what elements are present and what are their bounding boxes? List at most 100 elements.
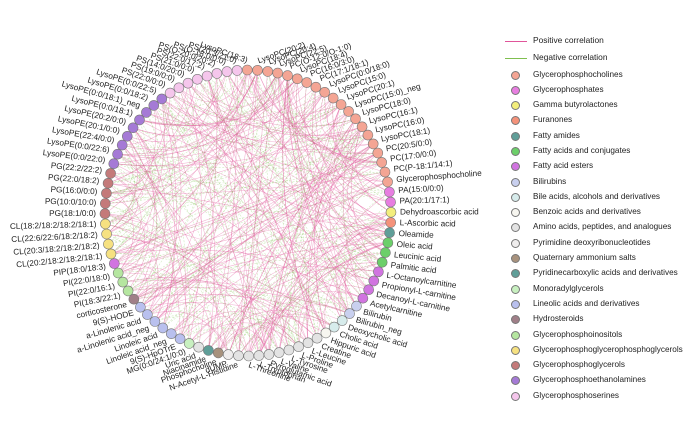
positive-edge — [268, 104, 342, 355]
legend-class-item: Lineolic acids and derivatives — [503, 297, 683, 312]
metabolite-node — [221, 66, 233, 77]
positive-edge — [118, 97, 334, 274]
legend-swatch — [511, 376, 520, 386]
negative-edge — [342, 111, 382, 163]
negative-edge — [133, 69, 248, 300]
positive-edge — [121, 144, 181, 339]
positive-edge — [296, 78, 350, 314]
positive-edge — [133, 70, 258, 137]
metabolite-node — [320, 327, 332, 339]
positive-edge — [132, 127, 390, 233]
positive-edge — [139, 82, 307, 127]
positive-edge — [333, 111, 391, 203]
positive-edge — [218, 322, 309, 354]
negative-edge — [107, 183, 219, 353]
negative-edge — [341, 134, 386, 175]
positive-edge — [146, 78, 298, 125]
positive-edge — [198, 262, 383, 348]
positive-edge — [110, 152, 378, 255]
negative-edge — [344, 191, 390, 307]
positive-edge — [140, 302, 327, 334]
negative-edge — [105, 154, 136, 225]
legend-class-label: Gamma butyrolactones — [533, 100, 618, 110]
negative-edge — [179, 73, 219, 339]
positive-edge — [248, 242, 388, 357]
positive-edge — [206, 75, 290, 351]
positive-edge — [110, 249, 374, 282]
positive-edge — [329, 118, 357, 307]
positive-edge — [169, 86, 317, 121]
positive-edge — [161, 98, 383, 263]
legend-class-label: Glycerophosphoserines — [533, 390, 620, 400]
legend-swatch — [511, 299, 520, 309]
positive-edge — [307, 111, 349, 343]
metabolite-label: Oleamide — [398, 229, 434, 240]
positive-edge — [133, 266, 379, 300]
legend-swatch — [511, 330, 520, 340]
legend-class-label: Glycerophosphates — [533, 84, 604, 94]
negative-edge — [122, 104, 342, 148]
negative-edge — [140, 75, 209, 308]
metabolite-node — [382, 237, 394, 248]
positive-edge — [147, 98, 182, 315]
negative-edge — [106, 233, 350, 314]
positive-edge — [118, 267, 176, 329]
negative-edge — [105, 98, 165, 225]
positive-edge — [247, 69, 342, 124]
positive-edge — [122, 144, 187, 339]
positive-edge — [218, 70, 238, 353]
positive-edge — [133, 242, 388, 300]
legend-swatch — [511, 101, 520, 111]
positive-edge — [105, 69, 248, 204]
negative-edge — [113, 163, 390, 194]
positive-edge — [257, 70, 382, 163]
legend-swatch — [511, 238, 520, 248]
legend-swatch — [511, 345, 520, 355]
metabolite-node — [166, 328, 177, 340]
positive-edge — [127, 73, 218, 143]
positive-edge — [354, 126, 392, 213]
metabolite-node — [282, 70, 293, 81]
negative-edge — [122, 73, 218, 283]
positive-edge — [287, 75, 369, 290]
positive-edge — [347, 171, 386, 253]
positive-edge — [154, 70, 238, 322]
metabolite-label: Dehydroascorbic acid — [400, 207, 479, 216]
negative-edge — [105, 162, 382, 204]
positive-edge — [226, 71, 391, 223]
legend-class-item: Amino acids, peptides, and analogues — [503, 221, 683, 236]
negative-edge — [110, 173, 374, 282]
negative-edge — [324, 92, 392, 213]
metabolite-label: PA(15:0/0:0) — [398, 183, 444, 194]
metabolite-node — [174, 333, 186, 345]
positive-edge — [108, 71, 228, 184]
positive-edge — [187, 82, 356, 127]
positive-edge — [106, 171, 386, 195]
positive-edge — [104, 213, 149, 255]
positive-edge — [346, 222, 391, 282]
legend-swatch — [511, 70, 520, 80]
negative-edge — [161, 98, 299, 347]
negative-edge — [146, 112, 363, 146]
negative-edge — [146, 78, 298, 116]
negative-edge — [216, 73, 278, 114]
negative-edge — [268, 252, 386, 355]
negative-edge — [295, 78, 318, 339]
negative-edge — [133, 258, 383, 300]
metabolite-node — [203, 345, 214, 356]
legend-class-item: Fatty acids and conjugates — [503, 144, 683, 159]
negative-edge — [127, 222, 391, 292]
positive-edge — [178, 69, 248, 103]
positive-edge — [147, 152, 378, 315]
positive-edge — [278, 126, 363, 353]
negative-edge — [147, 294, 350, 315]
metabolite-node — [201, 70, 213, 82]
positive-edge — [332, 98, 392, 213]
metabolite-node — [243, 350, 254, 362]
negative-edge — [106, 193, 391, 223]
metabolite-node — [117, 276, 129, 288]
positive-edge — [161, 98, 378, 155]
metabolite-node — [135, 301, 146, 313]
metabolite-node — [350, 113, 361, 125]
positive-edge — [108, 163, 141, 186]
